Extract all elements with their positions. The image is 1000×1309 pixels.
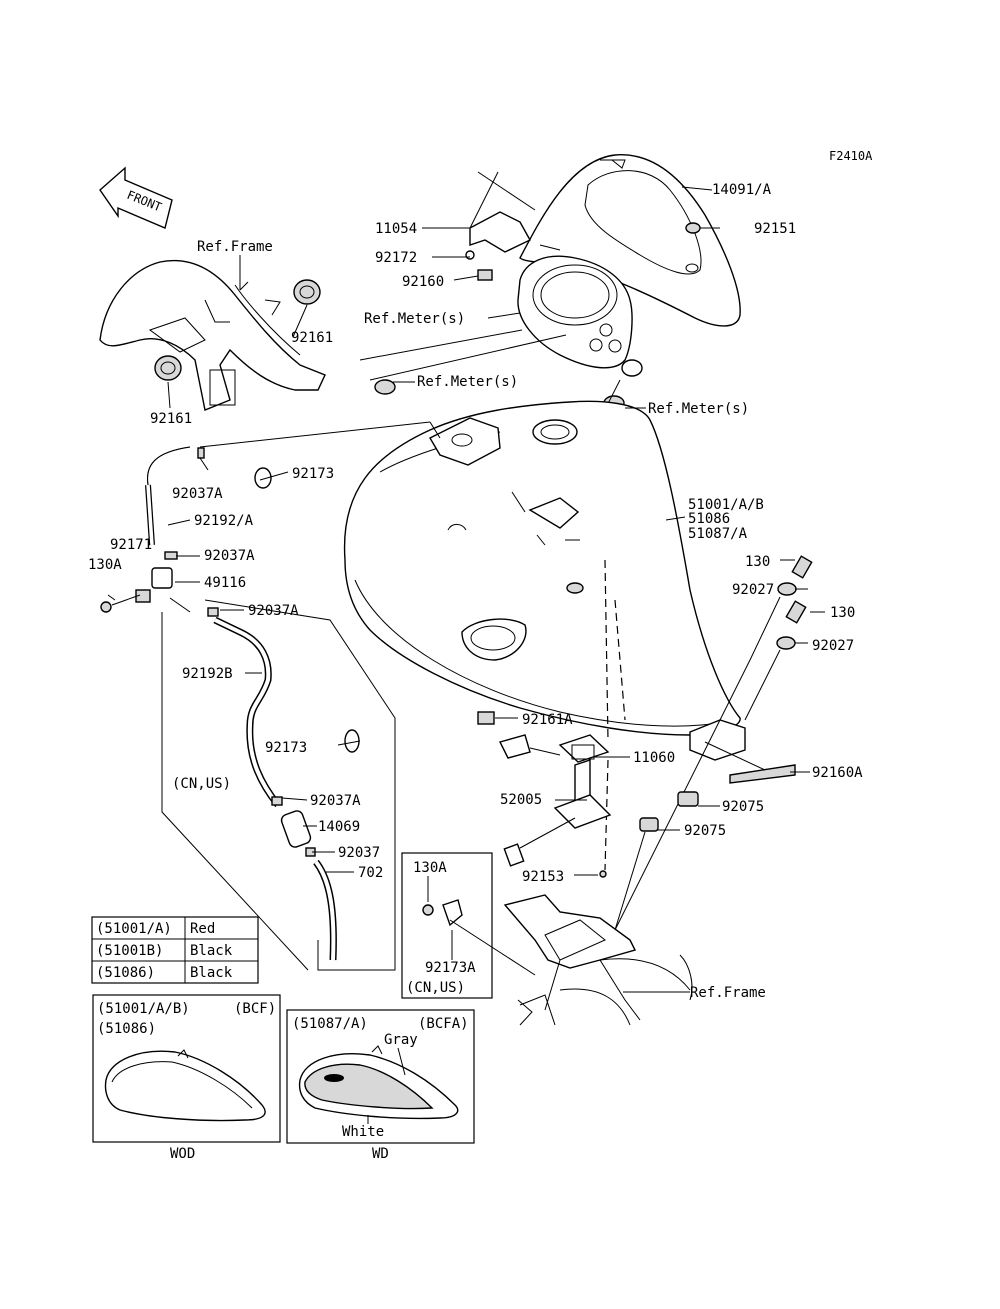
callout-130a-2: 130A <box>413 860 447 876</box>
callout-92153: 92153 <box>522 869 564 885</box>
grommet <box>374 379 396 395</box>
callout-92160a: 92160A <box>812 765 863 781</box>
color-table-color-1: Red <box>190 921 215 937</box>
callout-92027-1: 92027 <box>732 582 774 598</box>
fuel-pump <box>498 734 612 878</box>
callout-92173a: 92173A <box>425 960 476 976</box>
callout-92151: 92151 <box>754 221 796 237</box>
callout-52005: 52005 <box>500 792 542 808</box>
inset-wd-caption: WD <box>372 1146 389 1162</box>
callout-130-1: 130 <box>745 554 770 570</box>
callout-92161-a: 92161 <box>291 330 333 346</box>
inset-wod: (51001/A/B) (BCF) (51086) WOD <box>92 994 281 1162</box>
inset-wd-code: (BCFA) <box>418 1016 469 1032</box>
damper <box>677 791 699 807</box>
clamp-detail <box>401 852 536 999</box>
callout-ref-meter-1: Ref.Meter(s) <box>364 311 465 327</box>
color-table-part-3: (51086) <box>96 965 155 981</box>
callout-14069: 14069 <box>318 819 360 835</box>
callout-92192b: 92192B <box>182 666 233 682</box>
rear-bracket <box>689 719 796 784</box>
front-arrow: FRONT <box>99 166 173 229</box>
meter-bracket <box>465 171 536 281</box>
callout-labels: 14091/A 92151 11054 92172 92160 Ref.Mete… <box>88 182 863 1001</box>
fuel-lines <box>100 446 396 971</box>
callout-92161a: 92161A <box>522 712 573 728</box>
callout-92192a: 92192/A <box>194 513 254 529</box>
callout-92173-1: 92173 <box>292 466 334 482</box>
callout-92027-2: 92027 <box>812 638 854 654</box>
inset-wod-line2: (51086) <box>97 1021 156 1037</box>
callout-702: 702 <box>358 865 383 881</box>
callout-92037a-2: 92037A <box>204 548 255 564</box>
inset-wod-code: (BCF) <box>234 1001 276 1017</box>
damper <box>639 817 659 832</box>
callout-92037a-4: 92037A <box>310 793 361 809</box>
callout-ref-meter-2: Ref.Meter(s) <box>417 374 518 390</box>
callout-51086: 51086 <box>688 511 730 527</box>
callout-92161-b: 92161 <box>150 411 192 427</box>
callout-130-2: 130 <box>830 605 855 621</box>
color-table-part-1: (51001/A) <box>96 921 172 937</box>
inset-wod-line1: (51001/A/B) <box>97 1001 190 1017</box>
fuel-tank <box>343 400 741 871</box>
callout-49116: 49116 <box>204 575 246 591</box>
callout-ref-frame-1: Ref.Frame <box>197 239 273 255</box>
grommet <box>685 222 701 234</box>
inset-wd: (51087/A) (BCFA) Gray White WD <box>286 1009 475 1162</box>
leader-lines <box>107 186 825 993</box>
inset-wd-white: White <box>342 1124 384 1140</box>
callout-92160: 92160 <box>402 274 444 290</box>
inset-wd-line1: (51087/A) <box>292 1016 368 1032</box>
color-table-part-2: (51001B) <box>96 943 163 959</box>
callout-51001: 51001/A/B <box>688 497 764 513</box>
color-table-color-3: Black <box>190 965 233 981</box>
callout-51087: 51087/A <box>688 526 748 542</box>
callout-cn-us-1: (CN,US) <box>172 776 231 792</box>
callout-92075-1: 92075 <box>722 799 764 815</box>
callout-ref-meter-3: Ref.Meter(s) <box>648 401 749 417</box>
callout-11054: 11054 <box>375 221 417 237</box>
color-table: (51001/A) Red (51001B) Black (51086) Bla… <box>91 916 259 984</box>
color-table-color-2: Black <box>190 943 233 959</box>
callout-92173-2: 92173 <box>265 740 307 756</box>
inset-wd-gray: Gray <box>384 1032 418 1048</box>
callout-92172: 92172 <box>375 250 417 266</box>
rear-frame <box>503 894 693 1026</box>
inset-wod-caption: WOD <box>170 1146 195 1162</box>
callout-92037a-3: 92037A <box>248 603 299 619</box>
callout-92037a-1: 92037A <box>172 486 223 502</box>
callout-130a-1: 130A <box>88 557 122 573</box>
tank-emblem <box>324 1074 344 1082</box>
meter-cover <box>519 154 741 327</box>
callout-92075-2: 92075 <box>684 823 726 839</box>
callout-92037: 92037 <box>338 845 380 861</box>
callout-ref-frame-2: Ref.Frame <box>690 985 766 1001</box>
figure-code: F2410A <box>829 149 873 163</box>
front-frame <box>99 255 326 411</box>
callout-cn-us-2: (CN,US) <box>406 980 465 996</box>
damper <box>477 711 495 725</box>
callout-11060: 11060 <box>633 750 675 766</box>
callout-14091: 14091/A <box>712 182 772 198</box>
callout-92171: 92171 <box>110 537 152 553</box>
